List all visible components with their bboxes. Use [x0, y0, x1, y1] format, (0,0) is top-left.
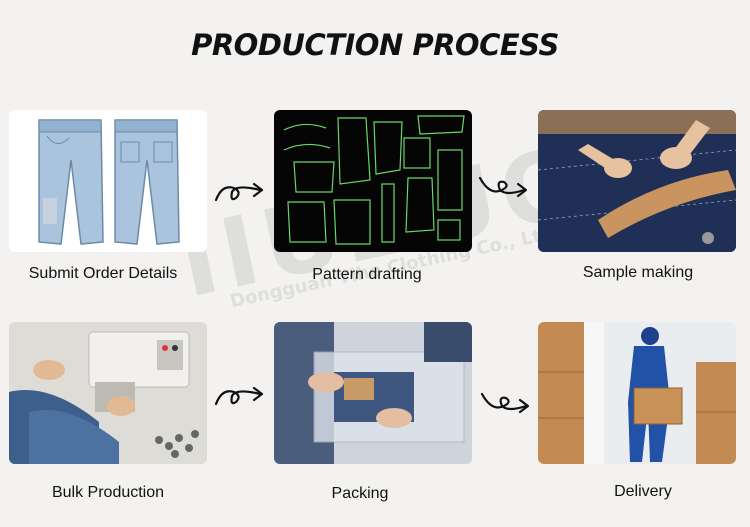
- step-label-bulk-production: Bulk Production: [51, 484, 165, 501]
- step-image-packing: [274, 322, 472, 464]
- delivery-worker-icon: [538, 322, 736, 464]
- step-label-pattern-drafting: Pattern drafting: [312, 266, 422, 283]
- page-title: PRODUCTION PROCESS: [191, 28, 559, 62]
- curly-arrow-icon: [478, 176, 528, 198]
- step-label-submit-order: Submit Order Details: [28, 265, 178, 282]
- pattern-pieces-icon: [283, 115, 465, 245]
- sewing-machine-icon: [9, 322, 207, 464]
- step-label-sample-making: Sample making: [582, 264, 694, 281]
- hands-cutting-fabric-icon: [538, 110, 736, 252]
- curly-arrow-icon: [214, 386, 264, 406]
- jeans-sketch-icon: [38, 119, 180, 245]
- curly-arrow-icon: [480, 392, 530, 414]
- step-label-delivery: Delivery: [614, 483, 672, 500]
- curly-arrow-icon: [214, 182, 264, 202]
- packing-jeans-icon: [274, 322, 472, 464]
- step-image-delivery: [538, 322, 736, 464]
- step-image-pattern-drafting: [274, 110, 472, 252]
- step-image-bulk-production: [9, 322, 207, 464]
- step-image-submit-order: [9, 110, 207, 252]
- step-image-sample-making: [538, 110, 736, 252]
- step-label-packing: Packing: [331, 485, 389, 502]
